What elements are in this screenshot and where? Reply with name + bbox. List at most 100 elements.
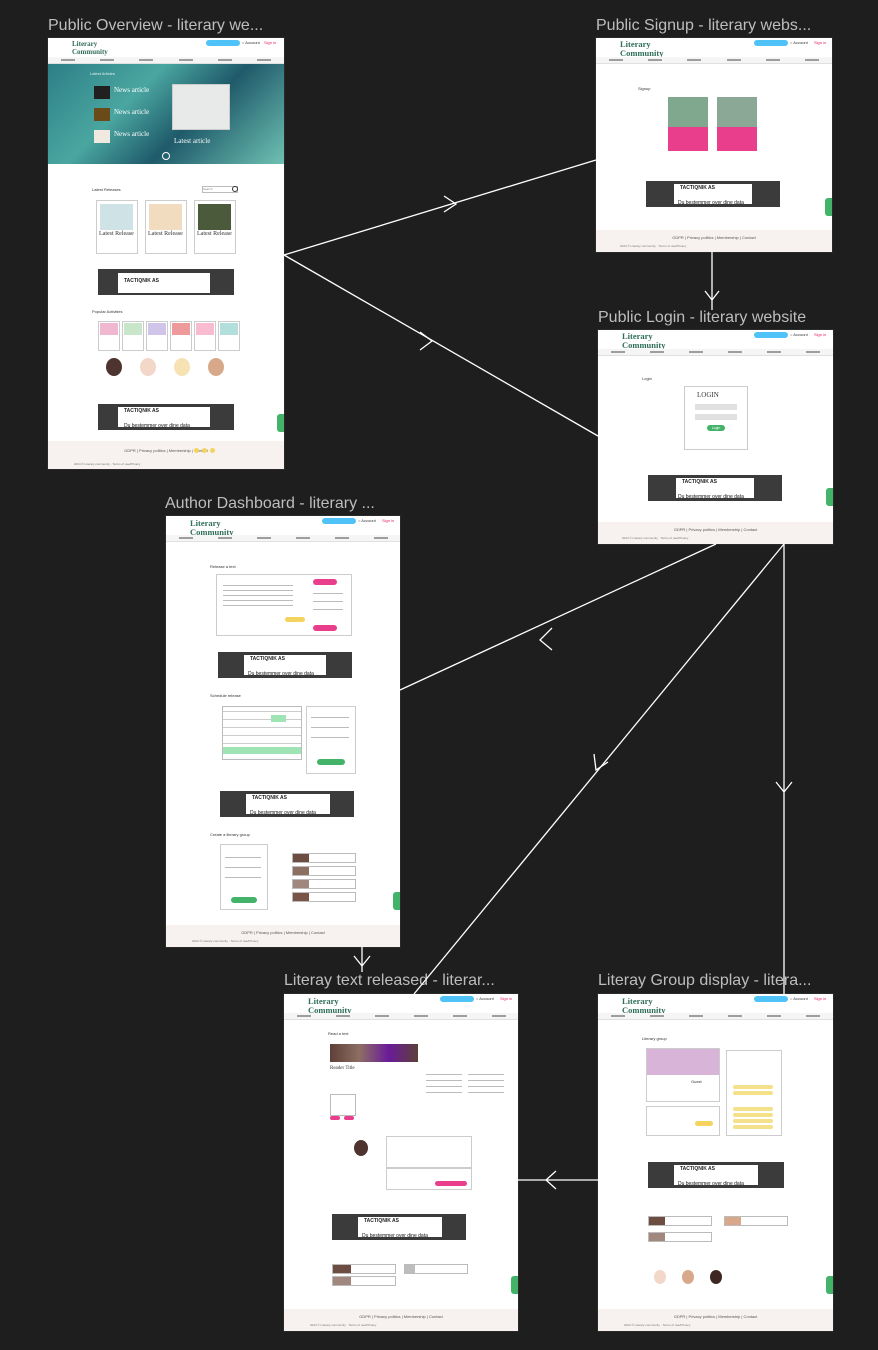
- group-text-item-2[interactable]: [724, 1216, 788, 1226]
- footer-links[interactable]: GDPR | Privacy politics | Membership | C…: [241, 930, 325, 935]
- signin-link[interactable]: Sign in: [264, 40, 277, 45]
- group-text-item-3[interactable]: [648, 1232, 712, 1242]
- footer-links[interactable]: GDPR | Privacy politics | Membership | C…: [359, 1314, 443, 1319]
- twitter-icon[interactable]: [202, 448, 207, 453]
- main-nav[interactable]: [598, 1013, 833, 1020]
- login-button[interactable]: Login: [707, 425, 725, 431]
- account-link[interactable]: ○ Account: [790, 40, 808, 45]
- related-item-1[interactable]: [332, 1264, 396, 1274]
- ad-banner[interactable]: TACTIQNIK AS Du bestemmer over dine data: [648, 475, 782, 501]
- signin-link[interactable]: Sign in: [500, 996, 513, 1001]
- signup-author-card[interactable]: [717, 97, 757, 151]
- activity-card-6[interactable]: [218, 321, 240, 351]
- publish-button[interactable]: [322, 518, 356, 524]
- activity-card-1[interactable]: [98, 321, 120, 351]
- feedback-tab[interactable]: [511, 1276, 518, 1294]
- signin-link[interactable]: Sign in: [814, 332, 827, 337]
- member-pill-4[interactable]: [733, 1113, 773, 1117]
- group-text-item-1[interactable]: [648, 1216, 712, 1226]
- feedback-tab[interactable]: [393, 892, 400, 910]
- member-pill-6[interactable]: [733, 1125, 773, 1129]
- ad-banner-2[interactable]: TACTIQNIK AS Du bestemmer over dine data: [98, 404, 234, 430]
- signin-link[interactable]: Sign in: [382, 518, 395, 523]
- like-button[interactable]: [330, 1116, 340, 1120]
- signin-link[interactable]: Sign in: [814, 996, 827, 1001]
- upload-button[interactable]: [313, 579, 337, 585]
- activity-card-5[interactable]: [194, 321, 216, 351]
- account-link[interactable]: ○ Account: [476, 996, 494, 1001]
- member-avatar-2[interactable]: [682, 1270, 694, 1284]
- author-avatar-2[interactable]: [140, 358, 156, 376]
- member-avatar-3[interactable]: [710, 1270, 722, 1284]
- feedback-tab[interactable]: [825, 198, 832, 216]
- publish-button[interactable]: [754, 996, 788, 1002]
- ad-banner-1[interactable]: TACTIQNIK AS: [98, 269, 234, 295]
- news-title-1[interactable]: News article: [114, 86, 150, 94]
- release-card-2[interactable]: Latest Release: [145, 200, 187, 254]
- publish-button[interactable]: [754, 332, 788, 338]
- group-post-box[interactable]: [646, 1106, 720, 1136]
- signin-link[interactable]: Sign in: [814, 40, 827, 45]
- group-list-item-1[interactable]: [292, 853, 356, 863]
- news-thumb-3[interactable]: [94, 130, 110, 143]
- main-nav[interactable]: [284, 1013, 518, 1020]
- scroll-down-icon[interactable]: [162, 152, 170, 160]
- release-card-1[interactable]: Latest Release: [96, 200, 138, 254]
- main-nav[interactable]: [598, 349, 833, 356]
- member-pill-2[interactable]: [733, 1091, 773, 1095]
- feedback-tab[interactable]: [277, 414, 284, 432]
- footer-links[interactable]: GDPR | Privacy politics | Membership | C…: [673, 527, 758, 532]
- main-nav[interactable]: [166, 535, 400, 542]
- ad-banner[interactable]: TACTIQNIK AS Du bestemmer over dine data: [332, 1214, 466, 1240]
- username-field[interactable]: [695, 404, 737, 410]
- feedback-tab[interactable]: [826, 1276, 833, 1294]
- member-pill-5[interactable]: [733, 1119, 773, 1123]
- news-thumb-1[interactable]: [94, 86, 110, 99]
- latest-article-image[interactable]: [172, 84, 230, 130]
- activity-card-3[interactable]: [146, 321, 168, 351]
- account-link[interactable]: ○ Account: [790, 332, 808, 337]
- author-avatar-3[interactable]: [174, 358, 190, 376]
- news-title-2[interactable]: News article: [114, 108, 150, 116]
- signup-reader-card[interactable]: [668, 97, 708, 151]
- password-field[interactable]: [695, 414, 737, 420]
- author-avatar[interactable]: [354, 1140, 368, 1156]
- ad-banner[interactable]: TACTIQNIK AS Du bestemmer over dine data: [648, 1162, 784, 1188]
- ad-banner-2[interactable]: TACTIQNIK AS Du bestemmer over dine data: [220, 791, 354, 817]
- share-button[interactable]: [344, 1116, 354, 1120]
- news-title-3[interactable]: News article: [114, 130, 150, 138]
- schedule-button[interactable]: [317, 759, 345, 765]
- account-link[interactable]: ○ Account: [242, 40, 260, 45]
- save-draft-button[interactable]: [285, 617, 305, 622]
- main-nav[interactable]: [48, 57, 284, 64]
- latest-article-title[interactable]: Latest article: [174, 137, 211, 145]
- author-avatar-4[interactable]: [208, 358, 224, 376]
- publish-text-button[interactable]: [313, 625, 337, 631]
- publish-button[interactable]: [206, 40, 240, 46]
- footer-links[interactable]: GDPR | Privacy politics | Membership | C…: [672, 235, 756, 240]
- search-icon[interactable]: [232, 186, 238, 192]
- activity-card-2[interactable]: [122, 321, 144, 351]
- group-list-item-3[interactable]: [292, 879, 356, 889]
- news-thumb-2[interactable]: [94, 108, 110, 121]
- ad-banner-1[interactable]: TACTIQNIK AS Du bestemmer over dine data: [218, 652, 352, 678]
- ad-banner[interactable]: TACTIQNIK AS Du bestemmer over dine data: [646, 181, 780, 207]
- publish-button[interactable]: [754, 40, 788, 46]
- post-comment-button[interactable]: [435, 1181, 467, 1186]
- footer-links[interactable]: GDPR | Privacy politics | Membership | C…: [673, 1314, 758, 1319]
- member-avatar-1[interactable]: [654, 1270, 666, 1284]
- main-nav[interactable]: [596, 57, 832, 64]
- facebook-icon[interactable]: [194, 448, 199, 453]
- activity-card-4[interactable]: [170, 321, 192, 351]
- release-card-3[interactable]: Latest Release: [194, 200, 236, 254]
- instagram-icon[interactable]: [210, 448, 215, 453]
- join-group-button[interactable]: [695, 1121, 713, 1126]
- member-pill-1[interactable]: [733, 1085, 773, 1089]
- related-item-3[interactable]: [332, 1276, 396, 1286]
- account-link[interactable]: ○ Account: [358, 518, 376, 523]
